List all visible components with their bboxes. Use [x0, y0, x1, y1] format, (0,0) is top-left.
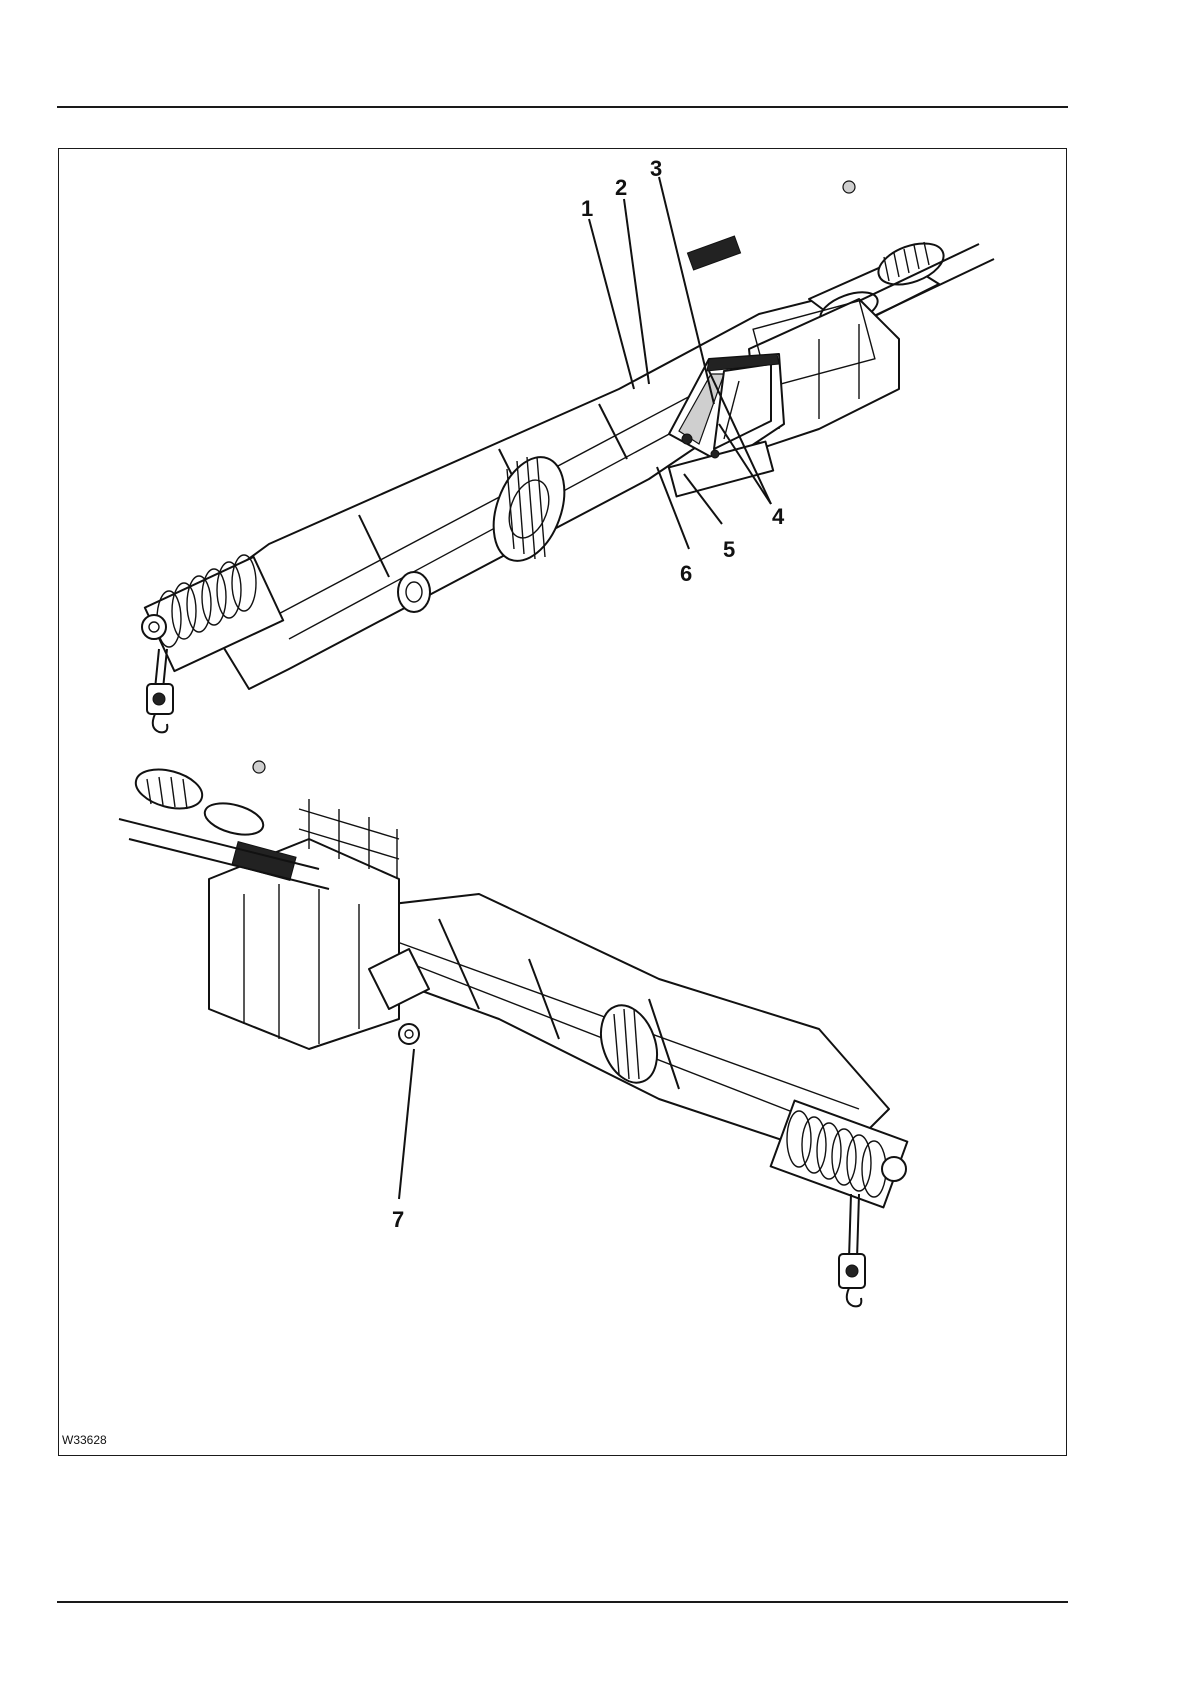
figure-frame: 1 2 3 4 5 6 7 W33628	[58, 148, 1067, 1456]
footer-rule	[57, 1601, 1068, 1603]
crane-top-view	[142, 181, 994, 732]
callout-3: 3	[650, 156, 662, 181]
bottom-carrier	[209, 799, 399, 1049]
bottom-hook-block	[839, 1194, 865, 1306]
callout-5: 5	[723, 537, 735, 562]
crane-bottom-view	[119, 761, 907, 1306]
callout-2: 2	[615, 175, 627, 200]
figure-id-label: W33628	[62, 1433, 107, 1447]
bottom-boom-head	[771, 1101, 908, 1208]
callout-4: 4	[772, 504, 785, 529]
callout-7: 7	[392, 1207, 404, 1232]
callout-6: 6	[680, 561, 692, 586]
callout-1: 1	[581, 196, 593, 221]
crane-illustration: 1 2 3 4 5 6 7 W33628	[59, 149, 1068, 1457]
top-boom-pivot	[398, 572, 430, 612]
header-rule	[57, 106, 1068, 108]
